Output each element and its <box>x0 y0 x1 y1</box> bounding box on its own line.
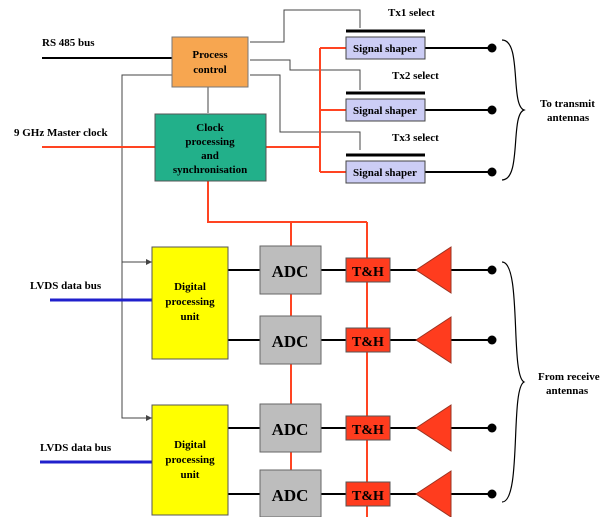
tx-terminal-2 <box>487 105 497 115</box>
transmit-lines <box>425 47 492 173</box>
tx-terminal-1 <box>487 43 497 53</box>
transmit-brace <box>501 39 526 181</box>
adc-label-1: ADC <box>272 262 309 281</box>
digital-unit-box-2 <box>151 404 229 516</box>
signal-shaper-box-1 <box>345 36 426 60</box>
tx-terminal-3 <box>487 167 497 177</box>
adc-label-4: ADC <box>272 486 309 505</box>
th-label-1: T&H <box>352 265 384 280</box>
select-bars <box>346 29 425 157</box>
clock-block-line-2: processing <box>185 136 235 148</box>
clock-processing-block <box>154 113 267 182</box>
digital-processing-unit-1: Digital processing unit <box>151 246 229 360</box>
digital-unit-2-line-2: processing <box>165 454 215 466</box>
amplifier-4 <box>415 470 452 517</box>
signal-shaper-box-2 <box>345 98 426 122</box>
adc-box-3 <box>259 403 322 453</box>
digital-unit-box-1 <box>151 246 229 360</box>
adc-box-4 <box>259 469 322 517</box>
th-box-3 <box>345 415 391 441</box>
master-clock-label: 9 GHz Master clock <box>14 127 108 139</box>
process-control-line-2: control <box>193 64 226 76</box>
antenna-terminals <box>487 43 497 499</box>
signal-shaper-1: Signal shaper <box>345 36 426 60</box>
adc-blocks: ADC ADC ADC ADC <box>259 245 322 517</box>
amplifiers <box>415 246 452 517</box>
clock-to-sampling <box>207 181 367 223</box>
th-box-1 <box>345 257 391 283</box>
rx-terminal-4 <box>487 489 497 499</box>
to-transmit-label-1: To transmit <box>540 98 595 110</box>
lvds-label-1: LVDS data bus <box>30 280 102 292</box>
signal-shaper-box-3 <box>345 160 426 184</box>
clock-block-line-4: synchronisation <box>173 164 247 176</box>
amplifier-3 <box>415 404 452 452</box>
from-receive-label-1: From receive <box>538 371 600 383</box>
signal-shaper-2: Signal shaper <box>345 98 426 122</box>
th-label-3: T&H <box>352 423 384 438</box>
tx2-select-label: Tx2 select <box>392 70 439 82</box>
digital-unit-1-line-3: unit <box>181 311 200 323</box>
signal-shaper-3: Signal shaper <box>345 160 426 184</box>
th-label-2: T&H <box>352 335 384 350</box>
wire-tx3-select <box>250 74 361 150</box>
process-control-line-1: Process <box>192 49 228 61</box>
tx3-select-label: Tx3 select <box>392 132 439 144</box>
digital-unit-2-line-1: Digital <box>174 439 206 451</box>
th-label-4: T&H <box>352 489 384 504</box>
th-box-4 <box>345 481 391 507</box>
clock-block-line-3: and <box>201 150 219 162</box>
track-hold-blocks: T&H T&H T&H T&H <box>345 257 391 507</box>
rx-terminal-2 <box>487 335 497 345</box>
wire-tx1-select <box>250 9 361 43</box>
process-control-block <box>171 36 249 88</box>
receive-lines <box>228 269 492 495</box>
receive-brace <box>501 261 526 503</box>
adc-box-2 <box>259 315 322 365</box>
amplifier-2 <box>415 316 452 364</box>
signal-shaper-label-1: Signal shaper <box>353 43 417 55</box>
lvds-label-2: LVDS data bus <box>40 442 112 454</box>
digital-processing-unit-2: Digital processing unit <box>151 404 229 516</box>
signal-shaper-label-3: Signal shaper <box>353 167 417 179</box>
adc-label-3: ADC <box>272 420 309 439</box>
digital-unit-1-line-1: Digital <box>174 281 206 293</box>
arrowhead-digital-1 <box>146 259 152 265</box>
rs485-label: RS 485 bus <box>42 37 95 49</box>
clock-block-line-1: Clock <box>196 122 224 134</box>
adc-box-1 <box>259 245 322 295</box>
wire-control-left <box>121 74 172 419</box>
digital-unit-2-line-3: unit <box>181 469 200 481</box>
rx-terminal-1 <box>487 265 497 275</box>
to-transmit-label-2: antennas <box>547 112 590 124</box>
control-wires <box>121 9 361 419</box>
arrowheads <box>146 259 152 421</box>
from-receive-label-2: antennas <box>546 385 589 397</box>
signal-shaper-label-2: Signal shaper <box>353 105 417 117</box>
amplifier-1 <box>415 246 452 294</box>
wire-tx2-select <box>250 59 361 90</box>
arrowhead-digital-2 <box>146 415 152 421</box>
rx-terminal-3 <box>487 423 497 433</box>
tx1-select-label: Tx1 select <box>388 7 435 19</box>
th-box-2 <box>345 327 391 353</box>
adc-label-2: ADC <box>272 332 309 351</box>
digital-unit-1-line-2: processing <box>165 296 215 308</box>
